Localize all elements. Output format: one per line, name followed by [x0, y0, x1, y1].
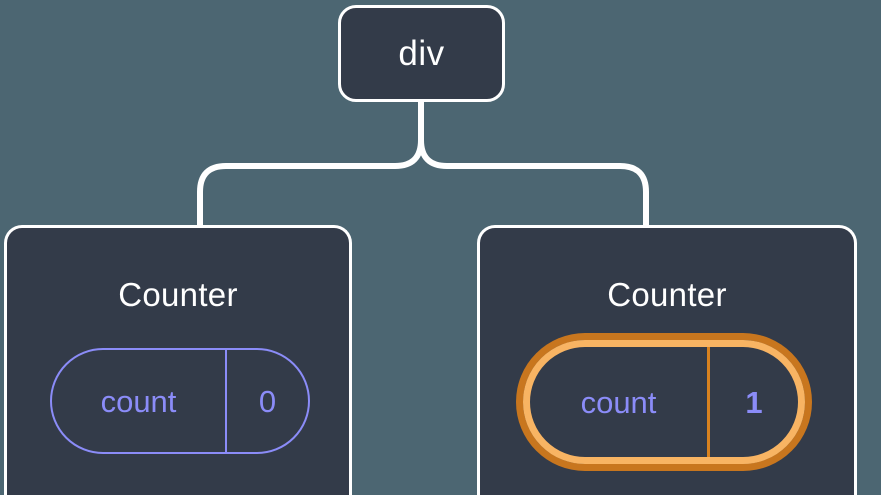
node-counter-left-title: Counter	[118, 276, 238, 313]
state-pill-count-left[interactable]: count 0	[50, 348, 310, 454]
node-div[interactable]: div	[338, 5, 505, 102]
state-pill-key-left-label: count	[100, 383, 177, 419]
state-pill-count-right[interactable]: count 1	[523, 340, 805, 464]
connector-right-branch	[418, 99, 649, 229]
state-pill-key-left: count	[52, 350, 227, 452]
state-pill-value-left-label: 0	[258, 383, 277, 419]
node-counter-left[interactable]: Counter count 0	[4, 225, 352, 495]
state-pill-value-right-label: 1	[745, 384, 763, 420]
state-pill-value-right: 1	[710, 347, 798, 457]
node-counter-right-title: Counter	[607, 276, 727, 313]
connector-left-branch	[197, 99, 424, 229]
node-div-label: div	[398, 34, 445, 73]
node-counter-right[interactable]: Counter count 1	[477, 225, 857, 495]
state-pill-key-right-label: count	[580, 384, 657, 420]
state-pill-value-left: 0	[227, 350, 308, 452]
state-pill-key-right: count	[530, 347, 710, 457]
